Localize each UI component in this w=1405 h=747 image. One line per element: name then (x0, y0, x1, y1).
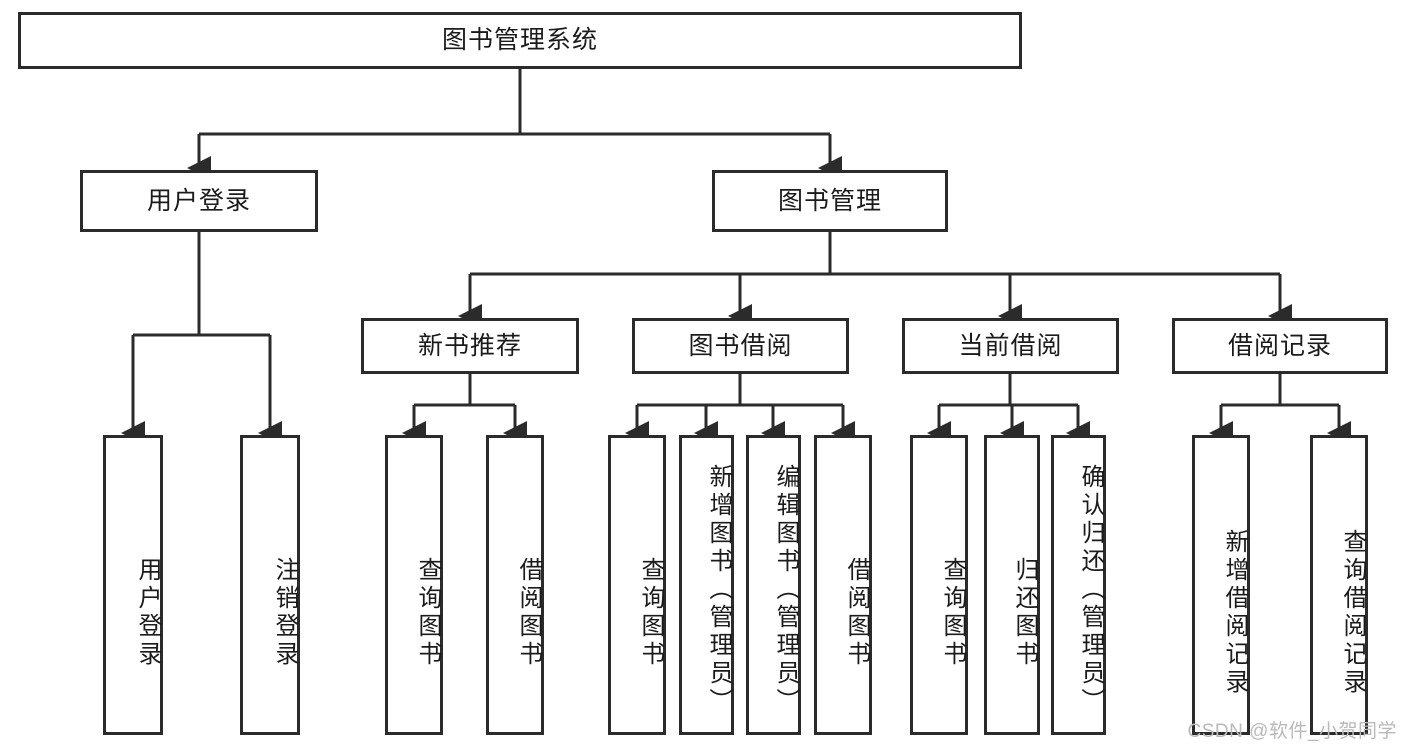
node-label: 归还图书 (1011, 557, 1038, 669)
node-leaf-query-book-2[interactable]: 查询图书 (608, 435, 666, 735)
node-leaf-query-book-3[interactable]: 查询图书 (910, 435, 968, 735)
node-book-manage[interactable]: 图书管理 (712, 170, 948, 232)
node-label: 图书管理 (777, 186, 882, 215)
node-label: 借阅图书 (843, 557, 870, 669)
node-leaf-edit-book[interactable]: 编辑图书（管理员） (746, 435, 801, 735)
watermark-text: CSDN @软件_小贺同学 (1187, 721, 1397, 742)
node-label: 用户登录 (146, 186, 251, 215)
node-label: 查询借阅记录 (1339, 529, 1366, 697)
node-label: 图书管理系统 (441, 26, 598, 54)
node-label: 图书借阅 (688, 331, 793, 360)
node-current-borrow[interactable]: 当前借阅 (902, 318, 1119, 374)
node-leaf-user-login[interactable]: 用户登录 (103, 435, 163, 735)
node-label: 注销登录 (271, 557, 298, 669)
node-label: 新增图书（管理员） (705, 464, 732, 716)
node-leaf-confirm-return[interactable]: 确认归还（管理员） (1051, 435, 1106, 735)
node-leaf-query-book-1[interactable]: 查询图书 (385, 435, 443, 735)
node-leaf-borrow-book-2[interactable]: 借阅图书 (814, 435, 872, 735)
node-label: 新增借阅记录 (1221, 529, 1248, 697)
node-label: 新书推荐 (417, 331, 522, 360)
node-new-book-rec[interactable]: 新书推荐 (361, 318, 579, 374)
node-borrow-record[interactable]: 借阅记录 (1172, 318, 1388, 374)
node-label: 借阅图书 (515, 557, 542, 669)
node-label: 编辑图书（管理员） (772, 464, 799, 716)
node-leaf-query-record[interactable]: 查询借阅记录 (1310, 435, 1368, 735)
node-label: 查询图书 (637, 557, 664, 669)
node-leaf-user-logout[interactable]: 注销登录 (240, 435, 300, 735)
node-leaf-borrow-book-1[interactable]: 借阅图书 (486, 435, 544, 735)
node-label: 查询图书 (939, 557, 966, 669)
node-leaf-add-record[interactable]: 新增借阅记录 (1192, 435, 1250, 735)
node-book-borrow[interactable]: 图书借阅 (632, 318, 849, 374)
node-label: 借阅记录 (1227, 331, 1332, 360)
node-root[interactable]: 图书管理系统 (18, 12, 1022, 69)
node-label: 用户登录 (134, 557, 161, 669)
node-label: 查询图书 (414, 557, 441, 669)
node-user-login[interactable]: 用户登录 (80, 170, 318, 232)
node-label: 当前借阅 (958, 331, 1063, 360)
node-label: 确认归还（管理员） (1077, 464, 1104, 716)
node-leaf-return-book[interactable]: 归还图书 (984, 435, 1040, 735)
node-leaf-add-book[interactable]: 新增图书（管理员） (679, 435, 734, 735)
